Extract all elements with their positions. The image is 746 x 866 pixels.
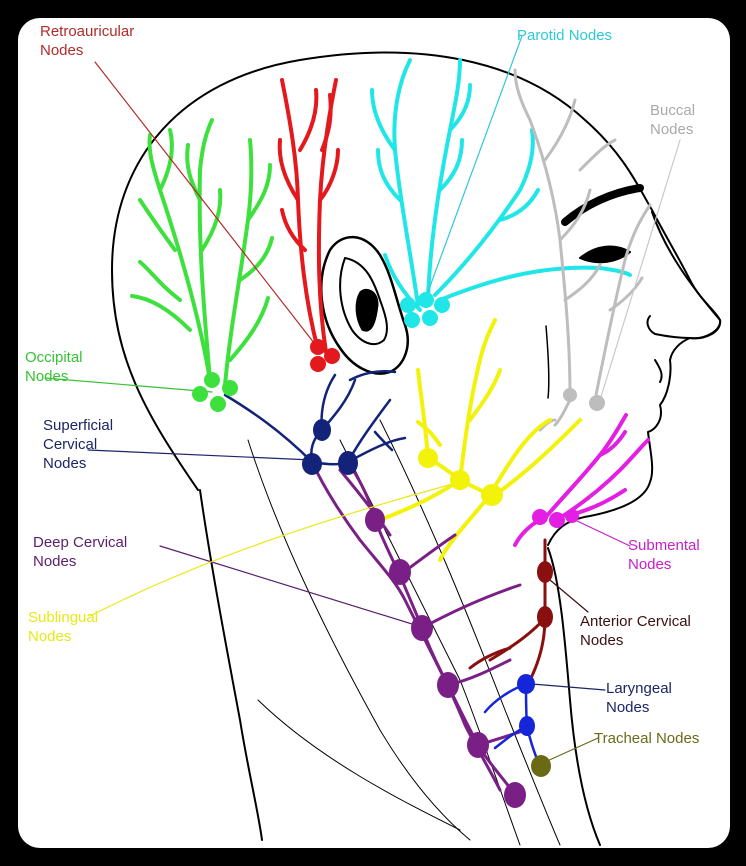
- label-sublingual-line1: Sublingual: [28, 608, 98, 627]
- label-anterior-cervical-line2: Nodes: [580, 631, 691, 650]
- nodes-parotid: [400, 292, 450, 328]
- label-deep-cervical: Deep Cervical Nodes: [33, 533, 127, 571]
- nodes-retroauricular: [310, 339, 340, 372]
- label-retroauricular: Retroauricular Nodes: [40, 22, 134, 60]
- neck-front: [548, 548, 600, 845]
- jaw-line: [546, 326, 549, 398]
- label-retroauricular-line1: Retroauricular: [40, 22, 134, 41]
- eye: [580, 246, 630, 262]
- label-buccal-line1: Buccal: [650, 101, 695, 120]
- retroauricular-vessels: [280, 80, 338, 352]
- occipital-vessels: [132, 120, 272, 385]
- leader-submental: [575, 520, 630, 546]
- label-submental-line1: Submental: [628, 536, 700, 555]
- label-submental-line2: Nodes: [628, 555, 700, 574]
- label-buccal-line2: Nodes: [650, 120, 695, 139]
- label-occipital: Occipital Nodes: [25, 348, 83, 386]
- label-superficial-cervical-line2: Cervical: [43, 435, 113, 454]
- superficial-cervical-vessels: [225, 371, 405, 464]
- leader-lines: [45, 36, 680, 762]
- neck-back: [200, 490, 262, 840]
- submental-vessels: [515, 415, 648, 545]
- nose: [648, 212, 721, 338]
- nodes-occipital: [192, 372, 238, 412]
- nodes-superficial-cervical: [302, 419, 358, 475]
- label-deep-cervical-line1: Deep Cervical: [33, 533, 127, 552]
- label-buccal: Buccal Nodes: [650, 101, 695, 139]
- neck-muscle-1: [248, 440, 470, 840]
- leader-retroauricular: [95, 62, 318, 348]
- label-retroauricular-line2: Nodes: [40, 41, 134, 60]
- label-sublingual-line2: Nodes: [28, 627, 98, 646]
- leader-superficial-cervical: [88, 450, 312, 460]
- mouth: [655, 360, 662, 382]
- label-laryngeal-line2: Nodes: [606, 698, 672, 717]
- ear-canal: [356, 289, 378, 331]
- nodes-submental: [532, 509, 579, 528]
- neck-muscle-4: [258, 700, 460, 830]
- lymph-node-diagram: [18, 18, 730, 848]
- label-superficial-cervical-line3: Nodes: [43, 454, 113, 473]
- label-parotid: Parotid Nodes: [517, 26, 612, 45]
- label-occipital-line2: Nodes: [25, 367, 83, 386]
- leader-parotid: [425, 36, 522, 300]
- label-anterior-cervical: Anterior Cervical Nodes: [580, 612, 691, 650]
- leader-anterior-cervical: [550, 580, 588, 612]
- nodes-tracheal: [531, 755, 551, 777]
- label-submental: Submental Nodes: [628, 536, 700, 574]
- label-superficial-cervical-line1: Superficial: [43, 416, 113, 435]
- label-deep-cervical-line2: Nodes: [33, 552, 127, 571]
- anterior-cervical-vessels: [470, 540, 545, 680]
- label-superficial-cervical: Superficial Cervical Nodes: [43, 416, 113, 473]
- label-anterior-cervical-line1: Anterior Cervical: [580, 612, 691, 631]
- label-sublingual: Sublingual Nodes: [28, 608, 98, 646]
- buccal-vessels: [515, 70, 650, 430]
- label-tracheal-line1: Tracheal Nodes: [594, 729, 699, 748]
- leader-tracheal: [545, 738, 598, 762]
- label-occipital-line1: Occipital: [25, 348, 83, 367]
- brow: [565, 188, 640, 222]
- label-parotid-line1: Parotid Nodes: [517, 26, 612, 45]
- parotid-vessels: [372, 60, 630, 310]
- label-laryngeal-line1: Laryngeal: [606, 679, 672, 698]
- leader-deep-cervical: [160, 546, 425, 628]
- label-tracheal: Tracheal Nodes: [594, 729, 699, 748]
- nodes-buccal: [563, 388, 605, 411]
- label-laryngeal: Laryngeal Nodes: [606, 679, 672, 717]
- diagram-frame: [18, 18, 730, 848]
